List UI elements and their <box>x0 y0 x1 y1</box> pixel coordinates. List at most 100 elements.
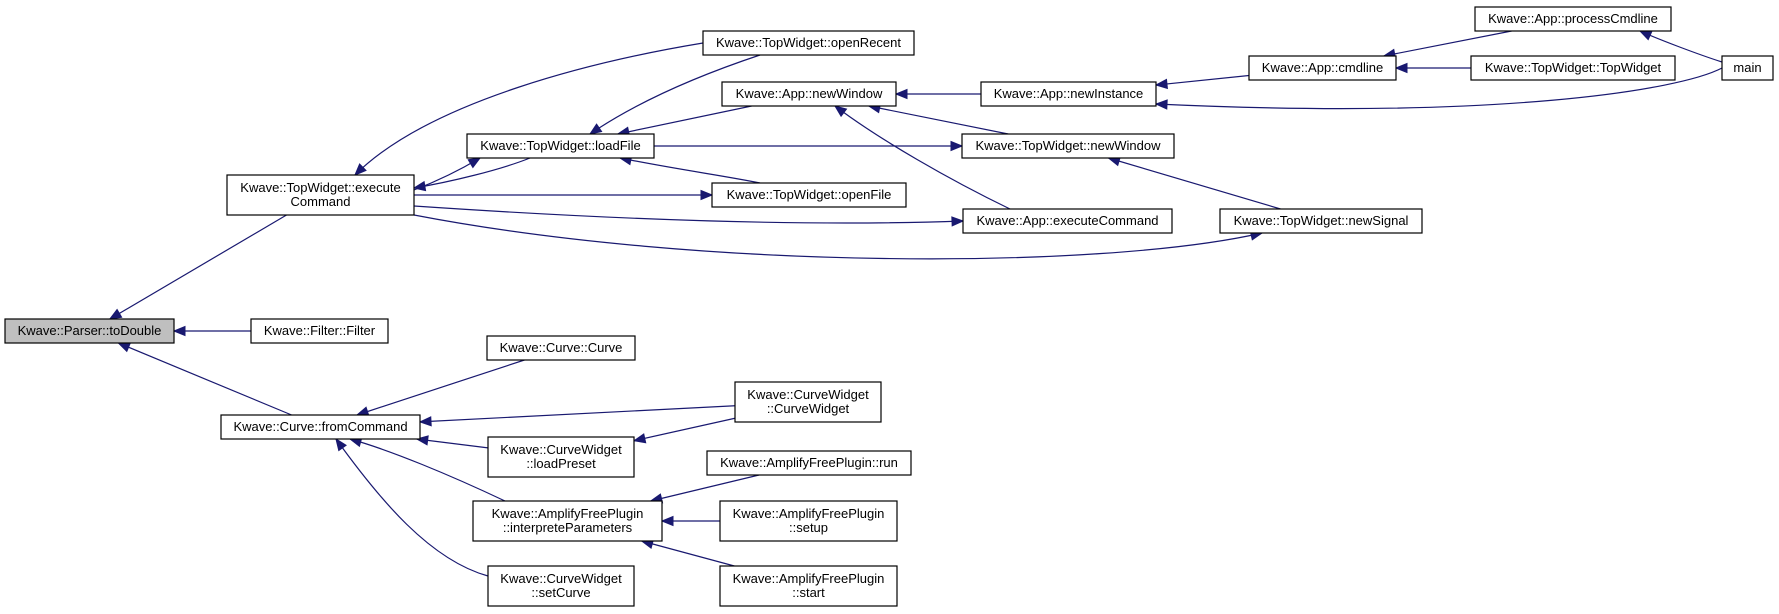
node-tw_openrecent[interactable]: Kwave::TopWidget::openRecent <box>702 30 915 56</box>
edge-tw_openrecent-to-tw_loadfile <box>589 54 761 135</box>
node-box[interactable] <box>486 335 636 361</box>
node-box[interactable] <box>487 565 635 607</box>
node-box[interactable] <box>719 565 898 607</box>
node-label: Kwave::Filter::Filter <box>264 323 376 338</box>
node-tw_topwidget[interactable]: Kwave::TopWidget::TopWidget <box>1470 55 1676 81</box>
edge-tw_newwindow-to-app_newwindow <box>868 105 1009 135</box>
edge-tw_openrecent-to-tw_exec <box>354 42 704 176</box>
node-label: Kwave::AmplifyFreePlugin <box>733 506 885 521</box>
arrowhead-app_exec-to-app_newwindow <box>833 105 848 118</box>
node-cw_cw[interactable]: Kwave::CurveWidget::CurveWidget <box>734 381 882 423</box>
node-tw_newsignal[interactable]: Kwave::TopWidget::newSignal <box>1219 208 1423 234</box>
node-box[interactable] <box>1219 208 1423 234</box>
arrowhead-filter-to-todouble <box>172 325 186 337</box>
node-box[interactable] <box>980 81 1157 107</box>
node-label: Kwave::TopWidget::loadFile <box>480 138 640 153</box>
node-afp_run[interactable]: Kwave::AmplifyFreePlugin::run <box>706 450 912 476</box>
node-label: Kwave::AmplifyFreePlugin::run <box>720 455 898 470</box>
node-box[interactable] <box>250 318 389 344</box>
arrowhead-tw_topwidget-to-app_cmdline <box>1394 62 1408 74</box>
node-box[interactable] <box>4 318 175 344</box>
edge-cw_loadpreset-to-fromcmd <box>416 438 489 449</box>
node-box[interactable] <box>702 30 915 56</box>
edge-layer <box>108 30 1723 577</box>
node-tw_exec[interactable]: Kwave::TopWidget::executeCommand <box>226 174 415 216</box>
node-app_cmdline[interactable]: Kwave::App::cmdline <box>1248 55 1397 81</box>
node-box[interactable] <box>706 450 912 476</box>
node-tw_loadfile[interactable]: Kwave::TopWidget::loadFile <box>466 133 655 159</box>
node-box[interactable] <box>721 81 897 107</box>
node-tw_openfile[interactable]: Kwave::TopWidget::openFile <box>711 182 907 208</box>
node-box[interactable] <box>719 500 898 542</box>
node-box[interactable] <box>1474 6 1672 32</box>
arrowhead-fromcmd-to-todouble <box>117 342 132 353</box>
node-afp_setup[interactable]: Kwave::AmplifyFreePlugin::setup <box>719 500 898 542</box>
node-layer: Kwave::Parser::toDouble Kwave::TopWidget:… <box>4 6 1774 607</box>
arrowhead-app_newinstance-to-app_newwindow <box>894 88 908 100</box>
node-box[interactable] <box>961 133 1175 159</box>
edge-app_cmdline-to-app_newinstance <box>1155 74 1250 86</box>
edge-main-to-app_newinstance <box>1155 67 1723 110</box>
arrowhead-cw_loadpreset-to-fromcmd <box>415 435 429 446</box>
node-box[interactable] <box>962 208 1173 234</box>
edge-cw_cw-to-cw_loadpreset <box>633 417 736 442</box>
node-label: Kwave::TopWidget::newWindow <box>976 138 1162 153</box>
edge-fromcmd-to-todouble <box>118 342 292 416</box>
arrowhead-cw_setcurve-to-fromcmd <box>335 437 347 452</box>
arrowhead-tw_exec-to-todouble <box>108 308 123 320</box>
node-box[interactable] <box>711 182 907 208</box>
node-todouble[interactable]: Kwave::Parser::toDouble <box>4 318 175 344</box>
edge-app_newwindow-to-tw_loadfile <box>617 105 752 135</box>
node-box[interactable] <box>472 500 663 542</box>
node-box[interactable] <box>1248 55 1397 81</box>
edge-app_exec-to-app_newwindow <box>834 105 1011 210</box>
node-main[interactable]: main <box>1721 55 1774 81</box>
arrowhead-cw_cw-to-fromcmd <box>418 416 432 427</box>
node-box[interactable] <box>1470 55 1676 81</box>
arrowhead-tw_exec-to-tw_openfile <box>700 189 714 201</box>
node-filter[interactable]: Kwave::Filter::Filter <box>250 318 389 344</box>
node-cw_loadpreset[interactable]: Kwave::CurveWidget::loadPreset <box>487 436 635 478</box>
node-label: Kwave::AmplifyFreePlugin <box>733 571 885 586</box>
node-label: Kwave::Parser::toDouble <box>18 323 162 338</box>
node-label: ::loadPreset <box>526 456 596 471</box>
node-label: ::setup <box>789 520 828 535</box>
arrowhead-main-to-app_proc <box>1638 30 1653 41</box>
arrowhead-app_cmdline-to-app_newinstance <box>1154 78 1168 90</box>
node-label: Kwave::App::executeCommand <box>976 213 1158 228</box>
node-box[interactable] <box>1721 55 1774 81</box>
node-box[interactable] <box>226 174 415 216</box>
edge-cw_cw-to-fromcmd <box>419 405 736 423</box>
node-cw_setcurve[interactable]: Kwave::CurveWidget::setCurve <box>487 565 635 607</box>
node-label: Kwave::TopWidget::openFile <box>727 187 892 202</box>
node-curve_curve[interactable]: Kwave::Curve::Curve <box>486 335 636 361</box>
node-app_newinstance[interactable]: Kwave::App::newInstance <box>980 81 1157 107</box>
node-box[interactable] <box>487 436 635 478</box>
arrowhead-tw_openrecent-to-tw_exec <box>354 163 367 176</box>
edge-tw_loadfile-to-tw_exec <box>413 157 531 189</box>
node-app_newwindow[interactable]: Kwave::App::newWindow <box>721 81 897 107</box>
node-label: main <box>1733 60 1761 75</box>
node-label: ::CurveWidget <box>767 401 850 416</box>
node-box[interactable] <box>466 133 655 159</box>
node-app_exec[interactable]: Kwave::App::executeCommand <box>962 208 1173 234</box>
arrowhead-tw_openrecent-to-tw_loadfile <box>588 123 603 135</box>
node-label: Kwave::Curve::Curve <box>500 340 623 355</box>
node-label: Command <box>291 194 351 209</box>
node-fromcmd[interactable]: Kwave::Curve::fromCommand <box>220 414 421 440</box>
node-label: ::start <box>792 585 825 600</box>
edge-tw_openfile-to-tw_loadfile <box>619 157 761 184</box>
node-label: Kwave::TopWidget::newSignal <box>1234 213 1409 228</box>
node-app_proc[interactable]: Kwave::App::processCmdline <box>1474 6 1672 32</box>
node-box[interactable] <box>220 414 421 440</box>
node-box[interactable] <box>734 381 882 423</box>
node-afp_start[interactable]: Kwave::AmplifyFreePlugin::start <box>719 565 898 607</box>
edge-curve_curve-to-fromcmd <box>356 359 525 416</box>
node-label: Kwave::CurveWidget <box>500 571 622 586</box>
edge-tw_exec-to-tw_newsignal <box>413 214 1263 260</box>
node-afp_interp[interactable]: Kwave::AmplifyFreePlugin::interpretePara… <box>472 500 663 542</box>
node-label: Kwave::CurveWidget <box>500 442 622 457</box>
node-label: Kwave::App::newInstance <box>994 86 1144 101</box>
node-tw_newwindow[interactable]: Kwave::TopWidget::newWindow <box>961 133 1175 159</box>
